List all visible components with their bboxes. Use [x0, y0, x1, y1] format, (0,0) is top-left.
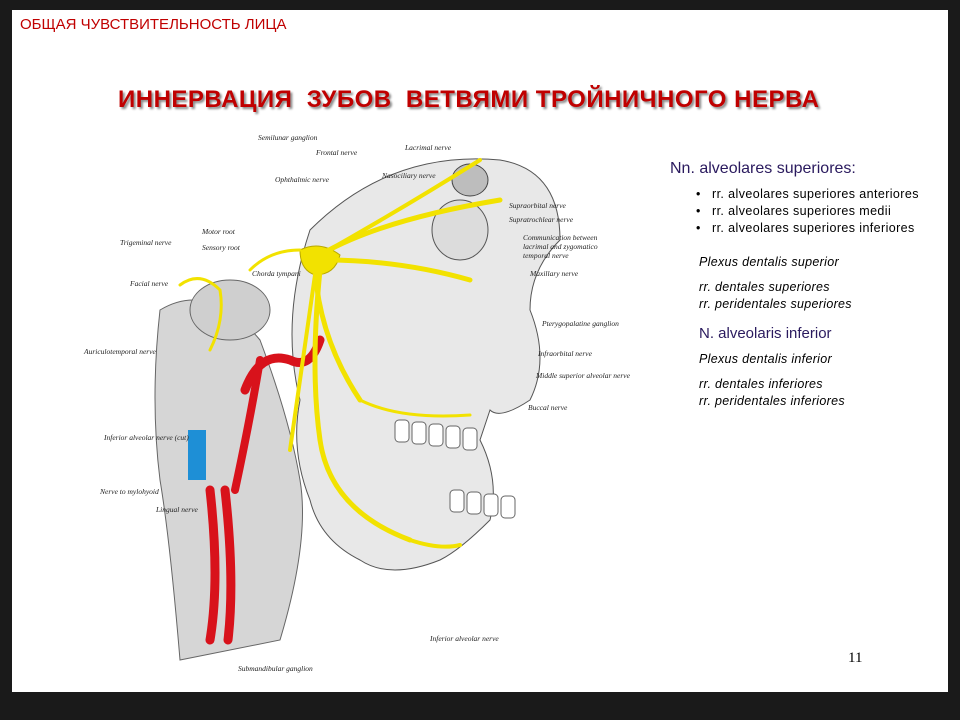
semilunar-ganglion	[299, 245, 341, 276]
inferior-alveolar-heading: N. alveolaris inferior	[699, 325, 832, 342]
label-inferior-alveolar-cut: Inferior alveolar nerve (cut)	[103, 433, 189, 442]
label-communication-3: temporal nerve	[523, 251, 569, 260]
label-supratrochlear-nerve: Supratrochlear nerve	[509, 215, 574, 224]
neck-muscles	[154, 299, 303, 661]
label-nasociliary-nerve: Nasociliary nerve	[381, 171, 436, 180]
label-infraorbital-nerve: Infraorbital nerve	[537, 349, 593, 358]
eye-orbit	[431, 199, 489, 261]
superior-branch-list: rr. alveolares superiores anteriores rr.…	[670, 186, 932, 237]
rr-inferior-group: rr. dentales inferiores rr. peridentales…	[699, 376, 932, 410]
page-number: 11	[848, 650, 863, 666]
label-motor-root: Motor root	[201, 227, 236, 236]
innervation-panel: Nn. alveolares superiores: rr. alveolare…	[670, 160, 932, 410]
ear-region	[189, 279, 271, 341]
branch-anteriores: rr. alveolares superiores anteriores	[696, 186, 932, 203]
superior-alveolar-heading: Nn. alveolares superiores:	[670, 160, 856, 177]
label-inferior-alveolar-nerve: Inferior alveolar nerve	[429, 634, 499, 643]
label-middle-superior-alveolar: Middle superior alveolar nerve	[535, 371, 631, 380]
label-pterygopalatine-ganglion: Pterygopalatine ganglion	[541, 319, 619, 328]
label-sensory-root: Sensory root	[202, 243, 241, 252]
lower-teeth	[449, 489, 516, 519]
rr-peridentales-superiores: rr. peridentales superiores	[699, 297, 852, 311]
label-submandibular-ganglion: Submandibular ganglion	[238, 664, 313, 673]
branch-medii: rr. alveolares superiores medii	[696, 203, 932, 220]
label-facial-nerve: Facial nerve	[129, 279, 169, 288]
rr-peridentales-inferiores: rr. peridentales inferiores	[699, 394, 845, 408]
rr-dentales-inferiores: rr. dentales inferiores	[699, 377, 823, 391]
label-lingual-nerve: Lingual nerve	[155, 505, 199, 514]
label-nerve-to-mylohyoid: Nerve to mylohyoid	[99, 487, 159, 496]
upper-teeth	[394, 419, 478, 451]
artery	[205, 485, 236, 645]
rr-superior-group: rr. dentales superiores rr. peridentales…	[699, 279, 932, 313]
label-communication: Communication between	[523, 233, 598, 242]
label-communication-2: lacrimal and zygomatico	[523, 242, 598, 251]
artery-branch	[231, 356, 264, 494]
branch-inferiores: rr. alveolares superiores inferiores	[696, 220, 932, 237]
main-title: ИННЕРВАЦИЯ ЗУБОВ ВЕТВЯМИ ТРОЙНИЧНОГО НЕР…	[118, 86, 820, 113]
section-title: ОБЩАЯ ЧУВСТВИТЕЛЬНОСТЬ ЛИЦА	[20, 16, 287, 33]
label-ophthalmic-nerve: Ophthalmic nerve	[275, 175, 330, 184]
label-auriculotemporal-nerve: Auriculotemporal nerve	[83, 347, 157, 356]
label-lacrimal-nerve: Lacrimal nerve	[404, 143, 452, 152]
label-maxillary-nerve: Maxillary nerve	[529, 269, 579, 278]
label-frontal-nerve: Frontal nerve	[315, 148, 358, 157]
label-trigeminal-nerve: Trigeminal nerve	[120, 238, 172, 247]
blue-muscle	[188, 430, 206, 480]
illustration-labels: Semilunar ganglion Frontal nerve Lacrima…	[83, 133, 631, 673]
plexus-superior: Plexus dentalis superior	[699, 255, 839, 269]
label-chorda-tympani: Chorda tympani	[252, 269, 301, 278]
label-semilunar-ganglion: Semilunar ganglion	[258, 133, 318, 142]
label-buccal-nerve: Buccal nerve	[528, 403, 568, 412]
plexus-inferior: Plexus dentalis inferior	[699, 352, 832, 366]
trigeminal-nerve-illustration: Semilunar ganglion Frontal nerve Lacrima…	[83, 133, 631, 673]
label-supraorbital-nerve: Supraorbital nerve	[509, 201, 567, 210]
nerve-branches	[178, 158, 503, 549]
eye-socket	[451, 163, 489, 197]
rr-dentales-superiores: rr. dentales superiores	[699, 280, 830, 294]
